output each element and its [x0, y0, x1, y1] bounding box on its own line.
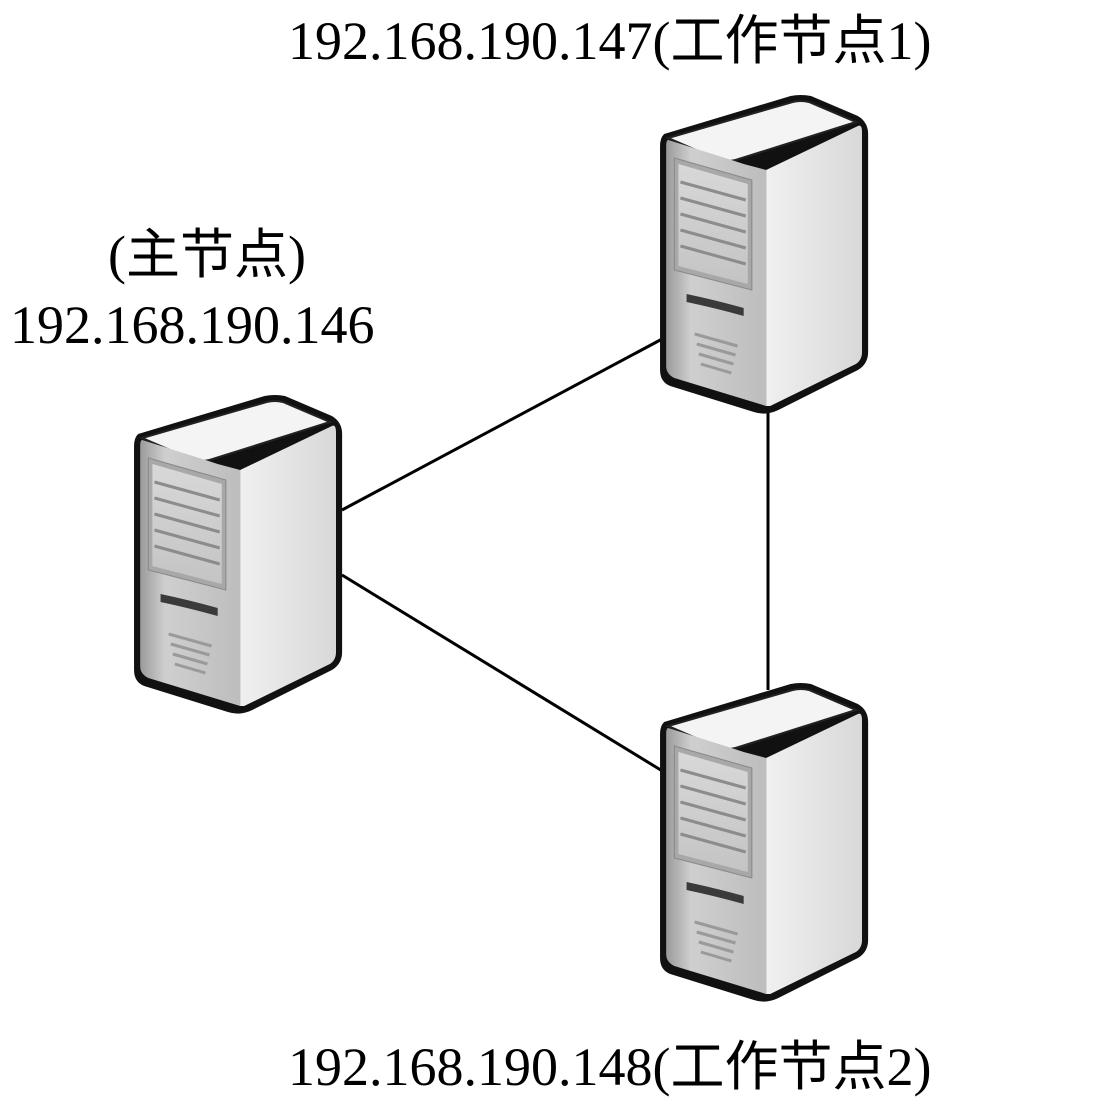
- link-master-worker1: [341, 336, 665, 512]
- worker2-server-icon: [658, 681, 870, 1004]
- master-ip-label: 192.168.190.146: [10, 295, 375, 355]
- worker1-label: 192.168.190.147(工作节点1): [288, 11, 932, 71]
- link-master-worker2: [341, 573, 665, 774]
- master-server-icon: [132, 393, 344, 716]
- worker2-label: 192.168.190.148(工作节点2): [288, 1037, 932, 1097]
- master-role-label: (主节点): [108, 225, 306, 285]
- worker1-server-icon: [658, 93, 870, 416]
